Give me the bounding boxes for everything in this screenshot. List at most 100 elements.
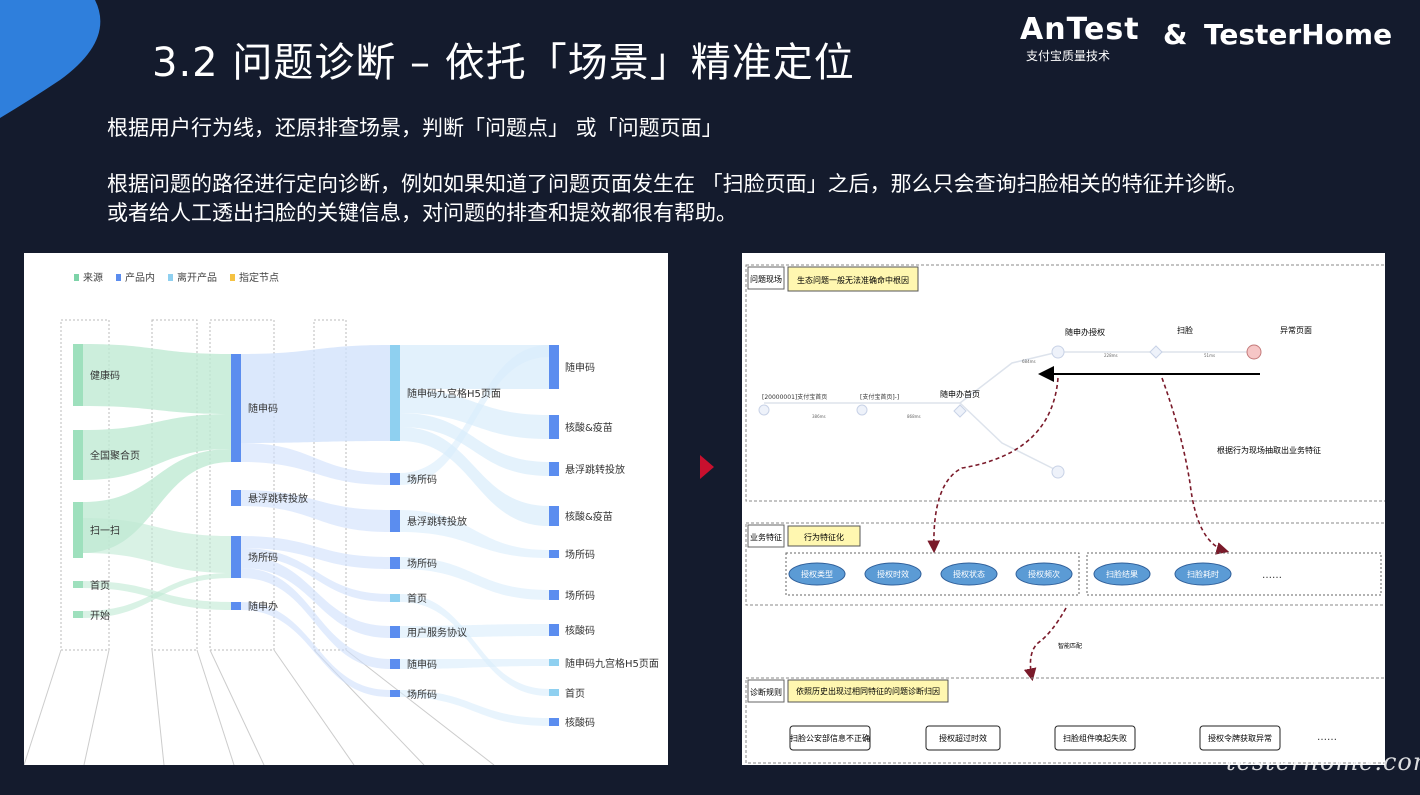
sankey-node-label: 健康码 — [90, 369, 120, 382]
side-note: 根据行为现场抽取出业务特征 — [1217, 445, 1321, 455]
flow-node-suishen-home — [953, 404, 967, 418]
section-rule-label: 诊断规则 — [750, 687, 782, 697]
flow-node-home — [856, 404, 868, 416]
sankey-node-label: 开始 — [90, 609, 110, 622]
section-rule-note: 依照历史出现过相同特征的问题诊断归因 — [796, 686, 940, 696]
extract-arrow-auth — [927, 377, 1059, 554]
sankey-flow — [400, 690, 549, 726]
sankey-node-label: 首页 — [407, 592, 427, 605]
sankey-node — [73, 611, 83, 618]
sankey-node — [549, 462, 559, 476]
feature-ellipse-label: 扫脸耗时 — [1187, 569, 1219, 579]
sankey-node-label: 场所码 — [407, 688, 437, 701]
frame-perspective-line — [209, 649, 265, 766]
sankey-node — [390, 690, 400, 697]
sankey-node — [549, 506, 559, 526]
testerhome-logo: TesterHome — [1204, 18, 1393, 51]
sankey-node — [73, 344, 83, 406]
sankey-node-label: 场所码 — [565, 548, 595, 561]
sankey-node-label: 随申办 — [248, 600, 278, 613]
feature-ellipse — [788, 562, 846, 586]
sankey-node — [549, 659, 559, 666]
sankey-flow — [83, 344, 231, 414]
flow-node-start — [758, 404, 770, 416]
sankey-node-label: 随申码 — [248, 402, 278, 415]
sankey-node-label: 全国聚合页 — [90, 449, 140, 462]
sankey-node — [390, 659, 400, 669]
rule-box-label: 授权令牌获取异常 — [1208, 733, 1272, 743]
feature-ellipse-label: 授权时效 — [877, 569, 909, 579]
sankey-node — [390, 510, 400, 532]
sankey-node — [549, 550, 559, 558]
rule-box-label: 授权超过时效 — [939, 733, 987, 743]
feature-ellipse-label: 授权类型 — [801, 569, 833, 579]
section-scene-note: 生态问题一般无法准确命中根因 — [797, 275, 909, 285]
sankey-node-label: 场所码 — [407, 473, 437, 486]
legend-swatch — [116, 274, 121, 281]
edge-label-c: 684ms — [1022, 359, 1036, 364]
section-scene-frame — [745, 264, 1387, 502]
sankey-node-label: 场所码 — [248, 551, 278, 564]
sankey-flow — [400, 624, 549, 638]
flow-node-error — [1246, 344, 1262, 360]
feature-ellipsis: …… — [1262, 570, 1282, 581]
node-label-auth: 随申办授权 — [1065, 327, 1105, 337]
sankey-flow — [400, 594, 549, 696]
right-arrow-icon — [700, 455, 714, 479]
logo-ampersand: & — [1163, 18, 1188, 51]
frame-perspective-line — [273, 649, 355, 766]
sankey-node-label: 随申码九宫格H5页面 — [565, 657, 659, 670]
section-feature-note: 行为特征化 — [804, 532, 844, 542]
sankey-node-label: 核酸码 — [565, 716, 595, 729]
antest-logo: AnTest — [1020, 12, 1140, 47]
sankey-node-label: 悬浮跳转投放 — [565, 463, 625, 476]
rule-box-label: 扫脸组件唤起失败 — [1063, 733, 1127, 743]
feature-ellipse — [940, 562, 998, 586]
sankey-node-label: 场所码 — [565, 589, 595, 602]
rule-box — [789, 725, 871, 751]
feature-ellipse — [864, 562, 922, 586]
sankey-flow — [241, 490, 390, 532]
sankey-node-label: 随申码九宫格H5页面 — [407, 387, 501, 400]
rule-boxes: 扫脸公安部信息不正确授权超过时效扫脸组件唤起失败授权令牌获取异常 — [789, 725, 1281, 751]
node-label-error: 异常页面 — [1280, 326, 1312, 335]
legend-swatch — [168, 274, 173, 281]
section-feature-note-box — [787, 525, 861, 547]
sankey-node — [73, 581, 83, 588]
frame-perspective-line — [23, 649, 62, 766]
rules-ellipsis: …… — [1317, 732, 1337, 743]
sankey-node-label: 扫一扫 — [90, 524, 120, 537]
section-rule-note-box — [787, 679, 949, 703]
sankey-node-label: 场所码 — [407, 557, 437, 570]
rule-box — [1054, 725, 1136, 751]
sankey-flow — [241, 556, 390, 638]
legend-label: 产品内 — [125, 271, 155, 284]
sankey-node — [549, 590, 559, 600]
sankey-column-frame — [60, 319, 110, 651]
paragraph-2-line-2: 或者给人工透出扫脸的关键信息，对问题的排查和提效都很有帮助。 — [107, 201, 737, 225]
sankey-node — [73, 430, 83, 480]
sankey-node — [549, 624, 559, 636]
node-label-alipay-home-2: [支付宝首页]-] — [860, 393, 899, 401]
sankey-flow — [241, 602, 390, 697]
frame-perspective-line — [196, 649, 235, 766]
sankey-flow — [400, 427, 549, 526]
legend-label: 指定节点 — [239, 271, 279, 284]
sankey-node-label: 首页 — [90, 579, 110, 592]
match-label: 智能匹配 — [1058, 642, 1082, 650]
node-label-alipay-home: [20000001]支付宝首页 — [762, 393, 827, 401]
edge-label-a: 386ms — [812, 414, 826, 419]
sankey-flow — [83, 581, 231, 610]
feature-ellipse-label: 授权频次 — [1028, 569, 1060, 579]
sankey-node — [390, 626, 400, 638]
sankey-node — [390, 594, 400, 602]
sankey-node-label: 核酸&疫苗 — [565, 421, 613, 434]
frame-perspective-line — [345, 649, 495, 766]
sankey-flow — [400, 345, 549, 389]
sankey-node-label: 用户服务协议 — [407, 626, 467, 639]
sankey-flow — [400, 510, 549, 558]
section-rule-label-box — [747, 679, 785, 703]
sankey-flow — [241, 345, 390, 443]
edge-label-e: 51ms — [1204, 353, 1215, 358]
match-arrow — [1023, 607, 1067, 682]
